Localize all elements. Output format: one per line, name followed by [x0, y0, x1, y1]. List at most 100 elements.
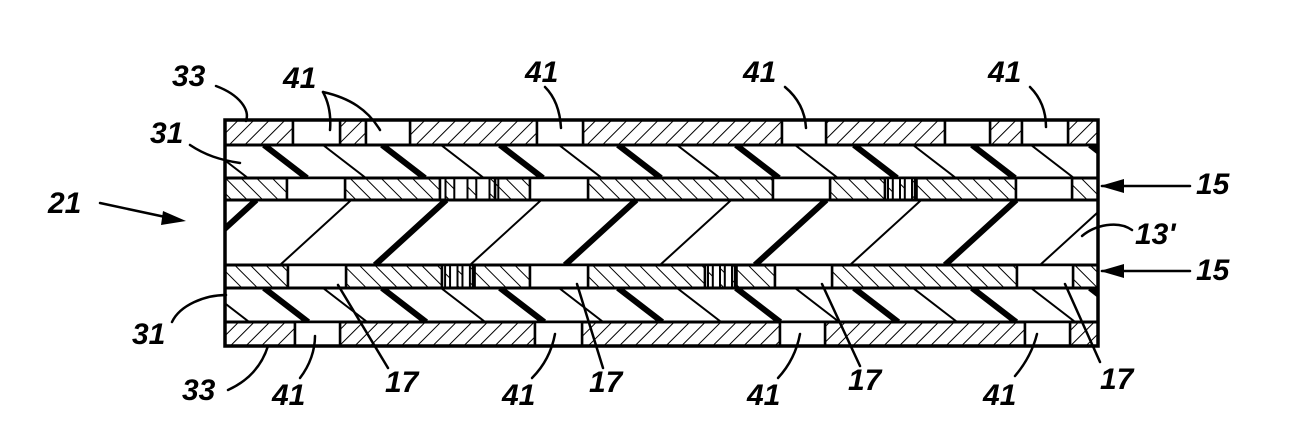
- conductor-segment: [223, 176, 289, 202]
- laminate-outline: [223, 118, 1100, 348]
- conductor-segment: [344, 263, 444, 290]
- leader-31-top: [188, 143, 242, 165]
- conductor-segment: [824, 118, 947, 147]
- opening: [528, 176, 590, 202]
- conductor-segment: [1070, 176, 1100, 202]
- leader-17-b: [575, 282, 605, 370]
- layer-conductive-layer-bottom: [223, 263, 1100, 290]
- leader-41-b: [321, 90, 382, 132]
- conductor-segment: [408, 118, 539, 147]
- reference-numeral: 21: [47, 187, 81, 220]
- reference-numeral: 41: [271, 379, 305, 412]
- via-post: [887, 177, 894, 201]
- leader-41-e: [1028, 85, 1048, 129]
- conductor-segment: [338, 320, 537, 348]
- dielectric-body: [223, 198, 1100, 267]
- conductor-segment: [1066, 118, 1100, 147]
- conductor-segment: [733, 263, 777, 290]
- conductor-segment: [581, 118, 784, 147]
- leader-lines: [98, 84, 1192, 392]
- reference-numeral: 17: [589, 366, 624, 399]
- layer-core: [223, 198, 1100, 267]
- opening: [778, 320, 827, 348]
- reference-numeral: 17: [1100, 363, 1135, 396]
- conductor-segment: [223, 118, 295, 147]
- leader-17-a: [336, 283, 390, 370]
- via-post: [707, 264, 714, 289]
- reference-numeral: 31: [132, 318, 165, 351]
- leader-17-d: [1063, 282, 1102, 364]
- reference-numeral: 15: [1196, 254, 1231, 287]
- conductor-segment: [586, 263, 707, 290]
- leader-17-c: [820, 282, 862, 368]
- conductor-segment: [913, 176, 1018, 202]
- conductor-segment: [580, 320, 782, 348]
- layer-outer-layer-top: [223, 118, 1100, 147]
- reference-numeral: 41: [987, 56, 1021, 89]
- via-post: [468, 264, 476, 289]
- via-post: [456, 264, 464, 289]
- conductor-segment: [1071, 263, 1100, 290]
- layer-stack: [223, 118, 1100, 348]
- reference-numeral: 41: [524, 56, 558, 89]
- leader-41-a: [321, 90, 332, 132]
- leader-41-b1: [298, 334, 317, 380]
- reference-numeral: 41: [742, 56, 776, 89]
- via-post: [911, 177, 918, 201]
- opening: [293, 320, 342, 348]
- conductor-segment: [493, 176, 532, 202]
- leader-41-d: [783, 85, 808, 130]
- arrow-21: [98, 201, 172, 220]
- reference-numeral: 33: [182, 374, 216, 407]
- reference-numeral: 41: [746, 379, 780, 412]
- reference-numeral: 41: [501, 379, 535, 412]
- conductor-segment: [471, 263, 532, 290]
- reference-numeral: 31: [150, 117, 183, 150]
- conductor-segment: [586, 176, 775, 202]
- arrowheads: [161, 179, 1124, 278]
- via-post: [731, 264, 738, 289]
- leader-33-top: [214, 84, 249, 123]
- reference-numeral: 13': [1135, 218, 1176, 251]
- via-post: [719, 264, 726, 289]
- via-post: [444, 264, 452, 289]
- opening: [780, 118, 828, 147]
- leader-33-bottom: [226, 344, 270, 392]
- reference-numeral: 41: [282, 62, 316, 95]
- via-post: [488, 177, 500, 201]
- opening: [771, 176, 832, 202]
- layer-dielectric-bottom: [223, 286, 1100, 324]
- reference-numeral: 17: [848, 364, 883, 397]
- leader-13prime: [1080, 223, 1134, 238]
- conductor-segment: [223, 263, 290, 290]
- leader-41-b2: [530, 332, 557, 380]
- layer-outer-layer-bottom: [223, 320, 1100, 348]
- arrowhead-21-icon: [161, 211, 186, 225]
- conductor-segment: [828, 176, 887, 202]
- layer-conductive-layer-top: [223, 176, 1100, 202]
- leader-31-bottom: [170, 293, 228, 324]
- opening: [364, 118, 412, 147]
- opening: [1023, 320, 1072, 348]
- opening: [528, 263, 590, 290]
- leader-41-b4: [1013, 332, 1039, 378]
- conductor-segment: [830, 263, 1019, 290]
- leader-41-b3: [776, 332, 802, 380]
- opening: [943, 118, 992, 147]
- reference-numeral: 17: [385, 366, 420, 399]
- via-post: [444, 177, 456, 201]
- via-post: [899, 177, 906, 201]
- leader-41-c: [543, 85, 563, 130]
- conductor-segment: [988, 118, 1024, 147]
- reference-numeral: 41: [982, 379, 1016, 412]
- conductor-segment: [343, 176, 442, 202]
- conductor-segment: [223, 320, 297, 348]
- layer-dielectric-top: [223, 143, 1100, 180]
- via-post: [466, 177, 478, 201]
- conductor-segment: [823, 320, 1027, 348]
- reference-numeral: 15: [1196, 168, 1231, 201]
- opening: [291, 118, 342, 147]
- conductor-segment: [338, 118, 368, 147]
